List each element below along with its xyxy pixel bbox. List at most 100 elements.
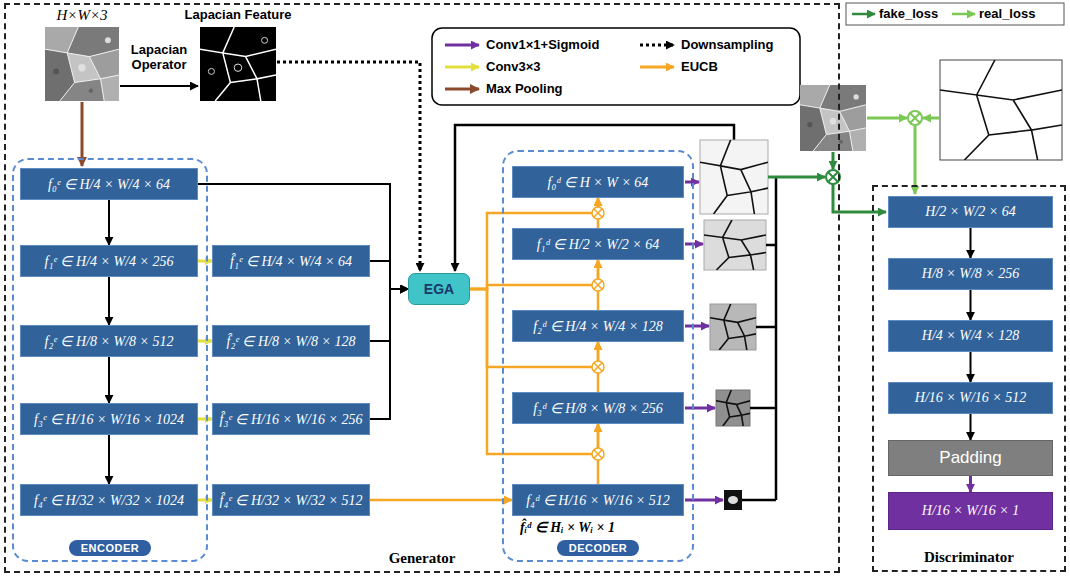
output-map [700, 140, 768, 214]
feature-box: f₂ᵈ ∈ H/4 × W/4 × 128 [512, 310, 684, 342]
output-map [710, 304, 756, 350]
feature-box: f₁ᵉ ∈ H/4 × W/4 × 256 [20, 245, 198, 277]
feature-box: f̂₁ᵉ ∈ H/4 × W/4 × 64 [212, 245, 370, 277]
output-map [700, 140, 768, 214]
ground-truth-image [940, 60, 1062, 160]
dimension-label: H×W×3 [30, 7, 134, 24]
downsampling-arrow [277, 62, 420, 271]
loss-legend-frame [846, 3, 1064, 25]
connector-arrow [370, 289, 408, 419]
feature-box: f̂₃ᵉ ∈ H/16 × W/16 × 256 [212, 403, 370, 435]
connector-arrow [108, 200, 110, 245]
connector-arrow [970, 290, 972, 320]
legend-frame [432, 28, 800, 105]
title-holder: DECODER [504, 538, 692, 556]
real-loss-wires [923, 117, 939, 120]
fake-loss-wires [833, 184, 886, 212]
output-map [724, 490, 742, 510]
output-label: f̂ᵢᵈ ∈ Hᵢ × Wᵢ × 1 [520, 519, 690, 536]
box-text: f₁ᵉ ∈ H/4 × W/4 × 256 [45, 253, 174, 270]
output-map [716, 390, 750, 426]
loss-legend-frame [852, 13, 875, 16]
output-map [710, 304, 756, 350]
ground-truth-image [940, 60, 1062, 160]
multiply-symbol [592, 279, 604, 291]
feature-box: H/16 × W/16 × 512 [888, 382, 1053, 414]
feature-box: f₂ᵉ ∈ H/8 × W/8 × 512 [20, 325, 198, 357]
output-map [716, 390, 750, 426]
multiply-symbol [910, 113, 920, 123]
box-text: H/16 × W/16 × 512 [915, 390, 1026, 406]
multiply-symbol [592, 207, 604, 219]
legend-text: fake_loss [879, 6, 938, 22]
legend-frame [432, 28, 800, 105]
region-title: Discriminator [921, 549, 1017, 565]
real-loss-wires [867, 117, 907, 120]
image-title: Lapacian Feature [178, 7, 298, 22]
padding-box: Padding [888, 440, 1053, 476]
sigmoid-arrows [685, 325, 709, 328]
legend-frame [640, 66, 674, 69]
box-text: Padding [939, 448, 1001, 468]
legend-frame [445, 88, 479, 91]
legend-text: real_loss [979, 6, 1035, 22]
module-region: ENCODER f₀ᵉ ∈ H/4 × W/4 × 64 f₁ᵉ ∈ H/4 × W… [12, 158, 208, 562]
module-label: DECODER [557, 540, 640, 556]
legend-text: Conv3×3 [486, 59, 541, 75]
feature-box: H/2 × W/2 × 64 [888, 196, 1053, 228]
operator-label: Lapacian Operator [120, 42, 198, 72]
box-text: f₀ᵉ ∈ H/4 × W/4 × 64 [48, 176, 170, 193]
feature-box: f₄ᵉ ∈ H/32 × W/32 × 1024 [20, 484, 198, 516]
box-text: H/2 × W/2 × 64 [925, 204, 1015, 220]
feature-box: f₄ᵈ ∈ H/16 × W/16 × 512 [512, 484, 684, 516]
legend-frame [445, 66, 479, 69]
box-text: H/4 × W/4 × 128 [922, 328, 1019, 344]
box-text: H/8 × W/8 × 256 [922, 266, 1019, 282]
sem-image [800, 85, 866, 151]
output-wire [742, 177, 776, 500]
multiply-symbol [594, 281, 602, 289]
multiply-symbol [592, 448, 604, 460]
output-map [704, 220, 766, 270]
multiply-symbol [592, 448, 604, 460]
connector-arrow [970, 228, 972, 258]
connector-arrow [108, 357, 110, 403]
multiply-symbol [592, 361, 604, 373]
output-map [728, 496, 738, 504]
laplacian-arrow [120, 85, 198, 87]
sigmoid-arrows [685, 181, 699, 184]
multiply-symbol [594, 363, 602, 371]
legend-text: Max Pooling [486, 81, 563, 97]
feature-box: f₀ᵉ ∈ H/4 × W/4 × 64 [20, 168, 198, 200]
connector-arrow [198, 184, 408, 289]
module-label: ENCODER [69, 540, 152, 556]
connector-arrow [970, 414, 972, 440]
loss-legend-frame [846, 3, 1064, 25]
multiply-symbol [908, 111, 922, 125]
connector-arrow [370, 499, 512, 502]
multiply-symbol [592, 207, 604, 219]
feature-box: f̂₄ᵉ ∈ H/32 × W/32 × 512 [212, 484, 370, 516]
sigmoid-arrows [685, 182, 723, 500]
sigmoid-arrows [685, 407, 715, 410]
connector-arrow [969, 476, 972, 492]
box-text: f₃ᵉ ∈ H/16 × W/16 × 1024 [34, 411, 184, 428]
output-map [704, 220, 766, 270]
attention-module: EGA [408, 273, 470, 305]
multiply-symbol [828, 172, 838, 182]
laplacian-image [200, 27, 276, 101]
box-text: f₀ᵈ ∈ H × W × 64 [548, 174, 649, 191]
input-image [45, 27, 119, 101]
fake-loss-wires [768, 152, 886, 212]
generator-region: GeneratorENCODERf₀ᵉ ∈ H/4 × W/4 × 64f₁ᵉ … [4, 3, 840, 573]
connector-arrow [970, 352, 972, 382]
feature-box: f₀ᵈ ∈ H × W × 64 [512, 166, 684, 198]
legend-frame [445, 44, 479, 47]
ground-truth-image [940, 60, 1062, 160]
loss-legend-frame [952, 13, 975, 16]
sigmoid-arrows [685, 243, 703, 246]
box-text: H/16 × W/16 × 1 [922, 503, 1019, 519]
feature-box: H/4 × W/4 × 128 [888, 320, 1053, 352]
real-loss-wires [914, 126, 917, 194]
